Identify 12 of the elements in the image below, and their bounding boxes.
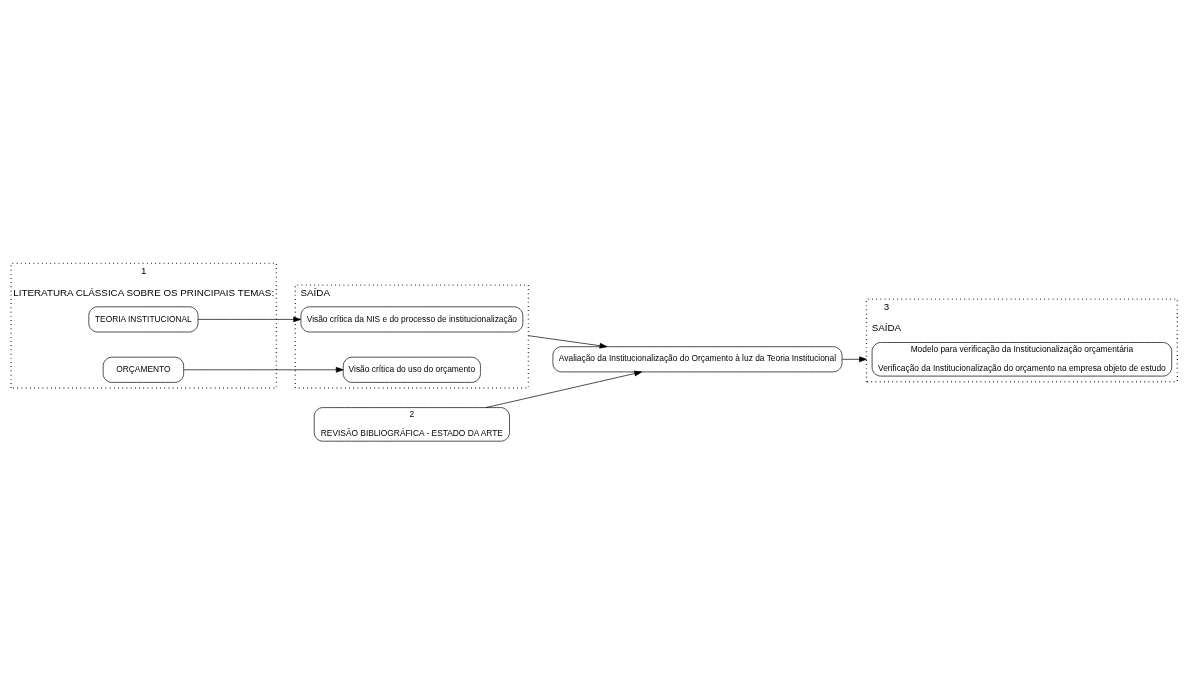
arrow [528, 335, 608, 349]
node-box: TEORIA INSTITUCIONAL [88, 306, 199, 333]
arrow [197, 316, 301, 323]
arrow [841, 356, 867, 363]
node-box: Modelo para verificação da Institucionalização orçamentária Verificação da Institucionalização do orçamento na empresa objeto de estudo [871, 342, 1173, 377]
node-box: 2 REVISÃO BIBLIOGRÁFICA - ESTADO DA ARTE [313, 407, 510, 442]
arrow [485, 370, 642, 408]
node-box: Visão crítica da NIS e do processo de institucionalização [300, 306, 524, 333]
node-box: Avaliação da Institucionalização do Orçamento à luz da Teoria Institucional [552, 346, 843, 373]
arrow [183, 367, 344, 373]
node-box: ORÇAMENTO [102, 356, 184, 383]
node-box: Visão crítica do uso do orçamento [342, 356, 481, 383]
